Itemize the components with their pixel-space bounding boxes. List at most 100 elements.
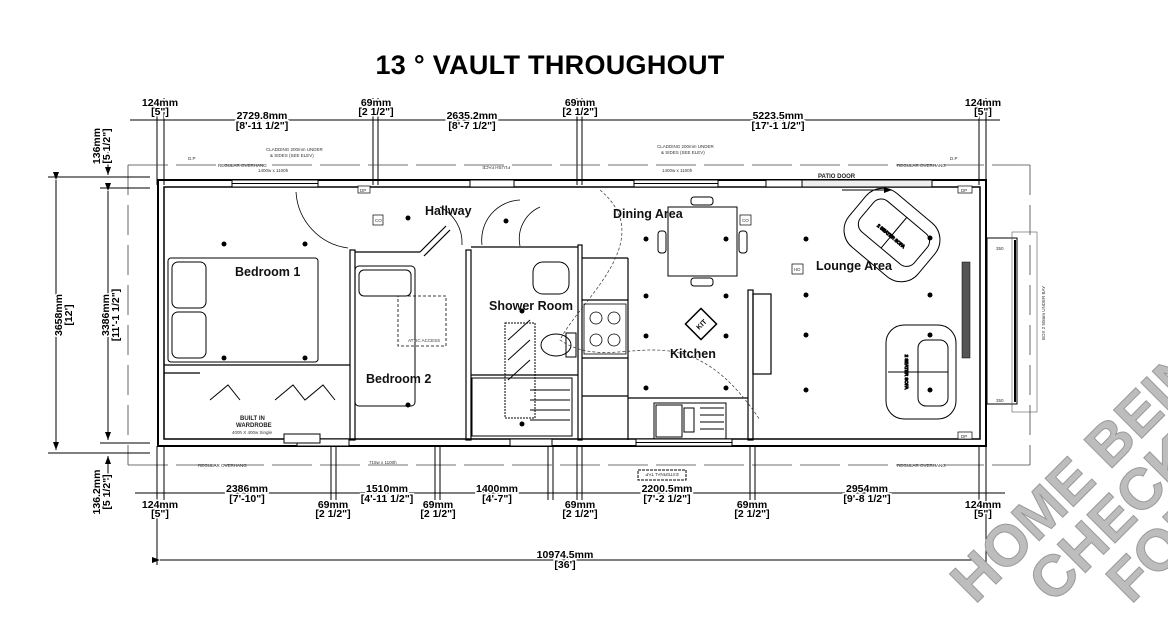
wardrobe-doors[interactable] [209, 384, 336, 401]
top-dimension-chain [130, 98, 1000, 185]
svg-text:69mm: 69mm [737, 499, 767, 511]
svg-text:[11'-1 1/2"]: [11'-1 1/2"] [110, 289, 122, 341]
wiring-route [559, 189, 761, 421]
bottom-dimension-labels: 124mm [5"] 2386mm [7'-10"] 69mm [2 1/2"]… [140, 482, 1002, 573]
ceiling-lights [221, 215, 933, 427]
overhang-label: REGULAR OVERHANG [218, 163, 267, 168]
svg-text:2954mm: 2954mm [846, 483, 888, 495]
radiator [961, 261, 971, 359]
dp-tag: DP [360, 188, 366, 193]
svg-text:[7'-2 1/2"]: [7'-2 1/2"] [643, 493, 690, 505]
dp-tag: DP [961, 188, 967, 193]
svg-text:[2 1/2"]: [2 1/2"] [562, 508, 597, 520]
svg-text:[12']: [12'] [63, 304, 75, 325]
svg-text:124mm: 124mm [965, 499, 1001, 511]
dim-label: 124mm [142, 97, 178, 109]
dp-marker: D.P [950, 156, 958, 161]
svg-text:2200.5mm: 2200.5mm [642, 483, 693, 495]
svg-text:2386mm: 2386mm [226, 483, 268, 495]
svg-text:3658mm: 3658mm [53, 294, 65, 336]
kit-badge: KIT [684, 307, 718, 341]
svg-text:[2 1/2"]: [2 1/2"] [734, 508, 769, 520]
bay-dim: 350 [996, 398, 1004, 403]
svg-text:[9'-8 1/2"]: [9'-8 1/2"] [843, 493, 890, 505]
svg-text:[4'-11 1/2"]: [4'-11 1/2"] [361, 493, 413, 505]
sofa-label: 2 SEATER SOFA [904, 355, 909, 390]
dim-label: [17'-1 1/2"] [752, 120, 805, 132]
overhang-lines [127, 164, 1031, 466]
svg-text:1400mm: 1400mm [476, 483, 518, 495]
wardrobe-label: BUILT IN [240, 416, 265, 422]
cladding-note: & SIDES (SEE ELEV) [270, 153, 314, 158]
patio-door[interactable]: PATIO DOOR [801, 174, 933, 193]
svg-text:10974.5mm: 10974.5mm [537, 549, 594, 561]
attic-access[interactable]: ATTIC ACCESS [397, 295, 447, 347]
dim-label: 2729.8mm [237, 110, 288, 122]
wardrobe-label: WARDROBE [236, 423, 272, 429]
radiator-label: 400h X 400w Single [232, 430, 273, 435]
windows [231, 179, 803, 447]
door-swings[interactable] [295, 191, 541, 249]
dim-label: [2 1/2"] [562, 106, 597, 118]
svg-text:124mm: 124mm [142, 499, 178, 511]
dim-label: [5"] [974, 106, 992, 118]
svg-text:69mm: 69mm [565, 499, 595, 511]
overhang-label: REGULAR OVERHANG [897, 163, 946, 168]
cladding-note: CLADDING 200mm UNDER [266, 147, 324, 152]
bay-window [986, 231, 1038, 413]
sofa-straight: 2 SEATER SOFA [885, 324, 957, 420]
left-dimension-lines [48, 150, 150, 480]
svg-text:3386mm: 3386mm [100, 294, 112, 336]
dim-label: 5223.5mm [753, 110, 804, 122]
hob [583, 303, 627, 355]
attic-access-label: ATTIC ACCESS [408, 338, 440, 343]
heater [283, 433, 321, 444]
svg-text:EXTERNAL TAP: EXTERNAL TAP [645, 472, 678, 477]
room-label-bedroom-1: Bedroom 1 [235, 265, 300, 279]
co-detector: CO [742, 218, 749, 223]
svg-text:[7'-10"]: [7'-10"] [229, 493, 264, 505]
cladding-note: CLADDING 200mm UNDER [657, 144, 715, 149]
svg-text:[4'-7"]: [4'-7"] [482, 493, 512, 505]
heat-detector: HD [794, 267, 801, 272]
dim-label: 124mm [965, 97, 1001, 109]
room-label-dining-area: Dining Area [613, 207, 684, 221]
svg-text:[5 1/2"]: [5 1/2"] [101, 128, 113, 163]
svg-text:136mm: 136mm [91, 128, 103, 164]
sofa-angled: 2 SEATER SOFA [843, 187, 941, 283]
left-dimension-labels: 136mm [5 1/2"] 3658mm [12'] 3386mm [11'-… [52, 126, 124, 516]
watermark: HOME BEING CHECKED FOR ISSUE [938, 303, 1168, 614]
dim-label: 2635.2mm [447, 110, 498, 122]
room-label-shower-room: Shower Room [489, 299, 573, 313]
svg-text:69mm: 69mm [318, 499, 348, 511]
svg-text:1510mm: 1510mm [366, 483, 408, 495]
patio-door-label: PATIO DOOR [818, 174, 856, 180]
dim-label: [8'-11 1/2"] [236, 120, 288, 132]
shower-room-fixtures [471, 261, 577, 437]
overhang-label: REGULAR OVERHANG [897, 463, 946, 468]
bed-single [354, 265, 416, 407]
window-size: 1400w x 1100h [662, 168, 693, 173]
dim-label: 69mm [361, 97, 391, 109]
dp-marker: D.P [188, 156, 196, 161]
tags [357, 185, 973, 440]
external-walls [157, 179, 987, 447]
interior-walls [164, 225, 772, 441]
overhang-label: REGULAR OVERHANG [198, 463, 247, 468]
dim-label: 69mm [565, 97, 595, 109]
room-label-lounge-area: Lounge Area [816, 259, 893, 273]
room-label-kitchen: Kitchen [670, 347, 716, 361]
dim-label: [2 1/2"] [358, 106, 393, 118]
dim-label: [8'-7 1/2"] [448, 120, 495, 132]
bed-double [167, 257, 319, 363]
bay-dim: 350 [996, 246, 1004, 251]
co-detector: CO [375, 218, 382, 223]
flush-face-label: FLUSH FACE [482, 165, 510, 170]
dining-table [657, 196, 748, 287]
bottom-dimension-chain [135, 446, 1005, 565]
external-tap[interactable]: EXTERNAL TAP [637, 469, 687, 481]
dim-label: [5"] [151, 106, 169, 118]
kitchen-sink [653, 402, 727, 440]
sofa-label: 2 SEATER SOFA [876, 223, 906, 249]
